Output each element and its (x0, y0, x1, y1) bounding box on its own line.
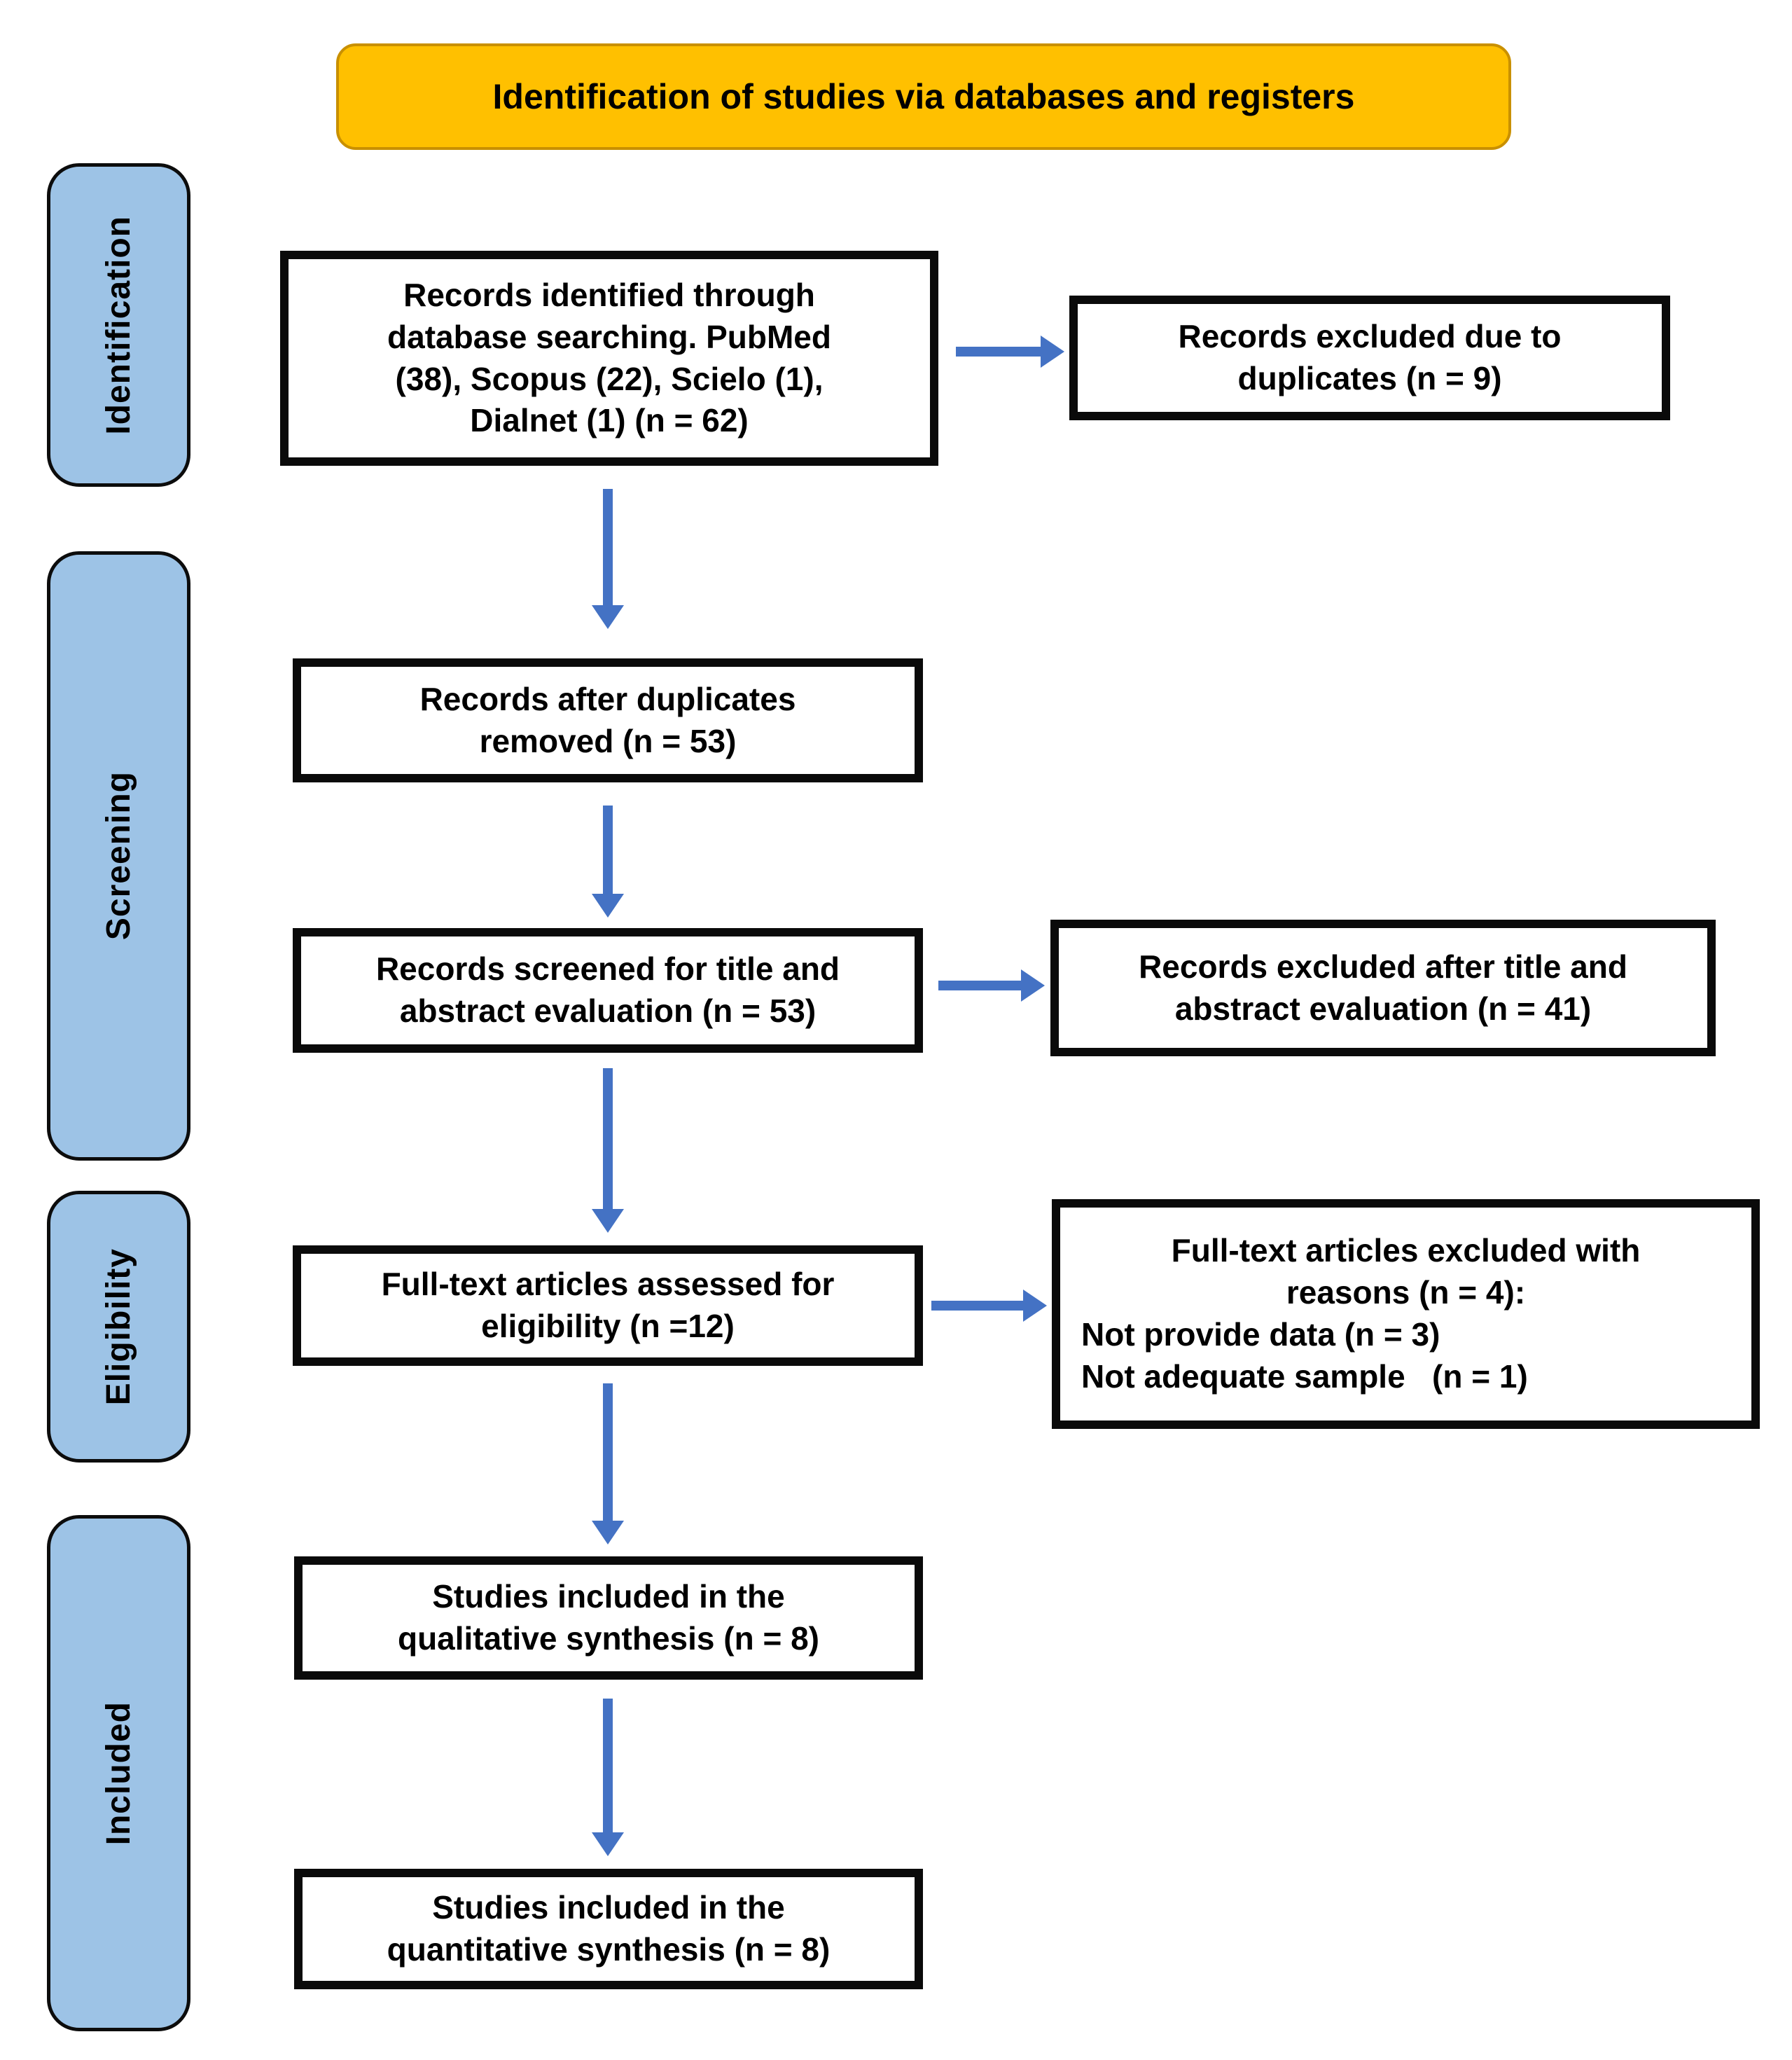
records-identified-line: Records identified through (403, 276, 815, 313)
excluded-duplicates-line: duplicates (n = 9) (1237, 360, 1502, 396)
flow-box-quantitative-synthesis: Studies included in the quantitative syn… (294, 1869, 923, 1989)
records-identified-line: (38), Scopus (22), Scielo (1), (395, 360, 824, 397)
diagram-title-banner: Identification of studies via databases … (336, 43, 1511, 150)
quantitative-synthesis-line: quantitative synthesis (n = 8) (387, 1931, 831, 1968)
after-duplicates-line: Records after duplicates (419, 680, 796, 717)
arrow-down-screened-to-fulltext (591, 1068, 625, 1233)
diagram-title: Identification of studies via databases … (492, 77, 1355, 116)
flow-box-records-screened: Records screened for title and abstract … (293, 928, 923, 1053)
arrow-head-icon (1041, 336, 1064, 368)
excluded-duplicates-line: Records excluded due to (1178, 318, 1562, 355)
stage-screening-label: Screening (100, 771, 137, 941)
arrow-right-to-excluded-title-abstract (938, 969, 1045, 1002)
records-identified-line: database searching. PubMed (387, 318, 831, 355)
arrow-head-icon (592, 1521, 624, 1544)
arrow-shaft (603, 1383, 613, 1523)
arrow-head-icon (592, 1209, 624, 1233)
stage-identification: Identification (47, 163, 190, 487)
exclusion-box-duplicates: Records excluded due to duplicates (n = … (1069, 296, 1670, 420)
fulltext-excluded-reason: Not adequate sample (n = 1) (1081, 1357, 1528, 1395)
fulltext-assessed-line: eligibility (n =12) (481, 1308, 735, 1344)
qualitative-synthesis-line: qualitative synthesis (n = 8) (397, 1620, 820, 1657)
arrow-right-to-excluded-duplicates (956, 335, 1064, 368)
arrow-shaft (603, 489, 613, 608)
excluded-title-abstract-line: Records excluded after title and (1139, 948, 1627, 985)
arrow-head-icon (592, 605, 624, 629)
arrow-down-after-duplicates-to-screened (591, 806, 625, 918)
flow-box-after-duplicates: Records after duplicates removed (n = 53… (293, 658, 923, 782)
records-screened-line: abstract evaluation (n = 53) (399, 993, 817, 1029)
arrow-right-to-excluded-fulltext (931, 1289, 1047, 1322)
stage-eligibility-label: Eligibility (100, 1247, 137, 1406)
arrow-shaft (603, 1699, 613, 1835)
records-identified-line: Dialnet (1) (n = 62) (470, 402, 749, 439)
stage-included-label: Included (100, 1701, 137, 1846)
arrow-head-icon (592, 1832, 624, 1856)
exclusion-box-fulltext-reasons: Full-text articles excluded with reasons… (1052, 1199, 1760, 1429)
arrow-shaft (956, 347, 1043, 357)
fulltext-excluded-reason: Not provide data (n = 3) (1081, 1316, 1440, 1353)
fulltext-excluded-line: reasons (n = 4): (1286, 1274, 1526, 1311)
arrow-shaft (603, 806, 613, 897)
qualitative-synthesis-line: Studies included in the (432, 1578, 785, 1615)
arrow-head-icon (592, 894, 624, 918)
fulltext-assessed-line: Full-text articles assessed for (381, 1266, 835, 1303)
flow-box-records-identified: Records identified through database sear… (280, 251, 938, 466)
arrow-down-qualitative-to-quantitative (591, 1699, 625, 1856)
stage-identification-label: Identification (100, 215, 137, 435)
flow-box-fulltext-assessed: Full-text articles assessed for eligibil… (293, 1245, 923, 1366)
quantitative-synthesis-line: Studies included in the (432, 1889, 785, 1926)
stage-screening: Screening (47, 551, 190, 1161)
arrow-shaft (603, 1068, 613, 1212)
stage-eligibility: Eligibility (47, 1191, 190, 1463)
arrow-down-fulltext-to-qualitative (591, 1383, 625, 1544)
arrow-head-icon (1021, 969, 1045, 1002)
excluded-title-abstract-line: abstract evaluation (n = 41) (1174, 990, 1592, 1027)
flow-box-qualitative-synthesis: Studies included in the qualitative synt… (294, 1556, 923, 1680)
exclusion-box-title-abstract: Records excluded after title and abstrac… (1050, 920, 1716, 1056)
arrow-down-identified-to-after-duplicates (591, 489, 625, 629)
arrow-head-icon (1023, 1290, 1047, 1322)
fulltext-excluded-line: Full-text articles excluded with (1171, 1232, 1641, 1269)
after-duplicates-line: removed (n = 53) (479, 722, 737, 759)
stage-included: Included (47, 1515, 190, 2031)
arrow-shaft (931, 1301, 1026, 1311)
records-screened-line: Records screened for title and (375, 950, 840, 988)
arrow-shaft (938, 981, 1024, 990)
